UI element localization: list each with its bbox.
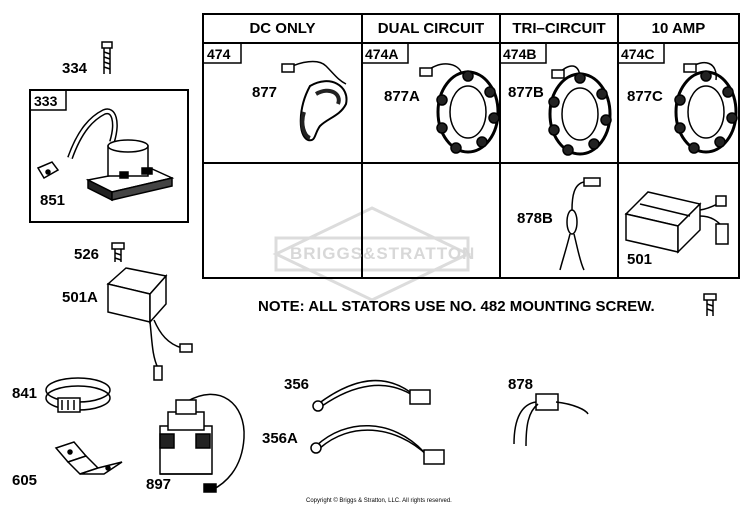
wire-356 [312, 379, 431, 412]
watermark-text: BRIGGS&STRATTON [290, 244, 476, 263]
header-dc-only: DC ONLY [249, 20, 316, 37]
label-501a: 501A [62, 289, 98, 306]
label-526: 526 [74, 246, 100, 263]
rectifier-501a [106, 267, 193, 381]
header-tri-circuit: TRI–CIRCUIT [512, 20, 606, 37]
tag-474a: 474A [365, 46, 399, 62]
ignition-armature [67, 108, 175, 202]
regulator-501 [624, 191, 729, 254]
label-605: 605 [12, 472, 38, 489]
label-334: 334 [62, 60, 88, 77]
tag-474c: 474C [621, 46, 655, 62]
note-screw [703, 293, 717, 316]
label-897: 897 [146, 476, 172, 493]
stator-877c [674, 61, 738, 154]
label-877: 877 [252, 84, 278, 101]
ignition-box-333 [29, 89, 189, 223]
label-877a: 877A [384, 88, 420, 105]
stator-877 [281, 60, 348, 142]
label-356: 356 [284, 376, 310, 393]
screw-334 [101, 41, 113, 74]
mounting-screw-note: NOTE: ALL STATORS USE NO. 482 MOUNTING S… [258, 298, 655, 315]
label-841: 841 [12, 385, 38, 402]
module-897 [159, 393, 245, 493]
label-851: 851 [40, 192, 66, 209]
tag-333: 333 [34, 93, 58, 109]
stator-877b [548, 65, 612, 156]
header-dual-circuit: DUAL CIRCUIT [377, 20, 485, 37]
connector-878 [513, 393, 589, 447]
stator-877a [419, 63, 500, 154]
stator-table [202, 13, 740, 279]
watermark-logo [272, 206, 472, 302]
label-877b: 877B [508, 84, 544, 101]
header-ten-amp: 10 AMP [651, 20, 706, 37]
label-877c: 877C [627, 88, 663, 105]
label-356a: 356A [262, 430, 298, 447]
wire-356a [310, 425, 445, 465]
screw-526 [111, 242, 125, 262]
label-878b: 878B [517, 210, 553, 227]
bracket-605 [54, 441, 123, 475]
clamp-841 [45, 377, 111, 413]
tag-474b: 474B [503, 46, 537, 62]
copyright-notice: Copyright © Briggs & Stratton, LLC. All … [306, 498, 452, 504]
clip-851 [36, 161, 60, 180]
label-501: 501 [627, 251, 653, 268]
tag-474: 474 [207, 46, 231, 62]
label-878: 878 [508, 376, 534, 393]
diode-878b [559, 177, 601, 271]
